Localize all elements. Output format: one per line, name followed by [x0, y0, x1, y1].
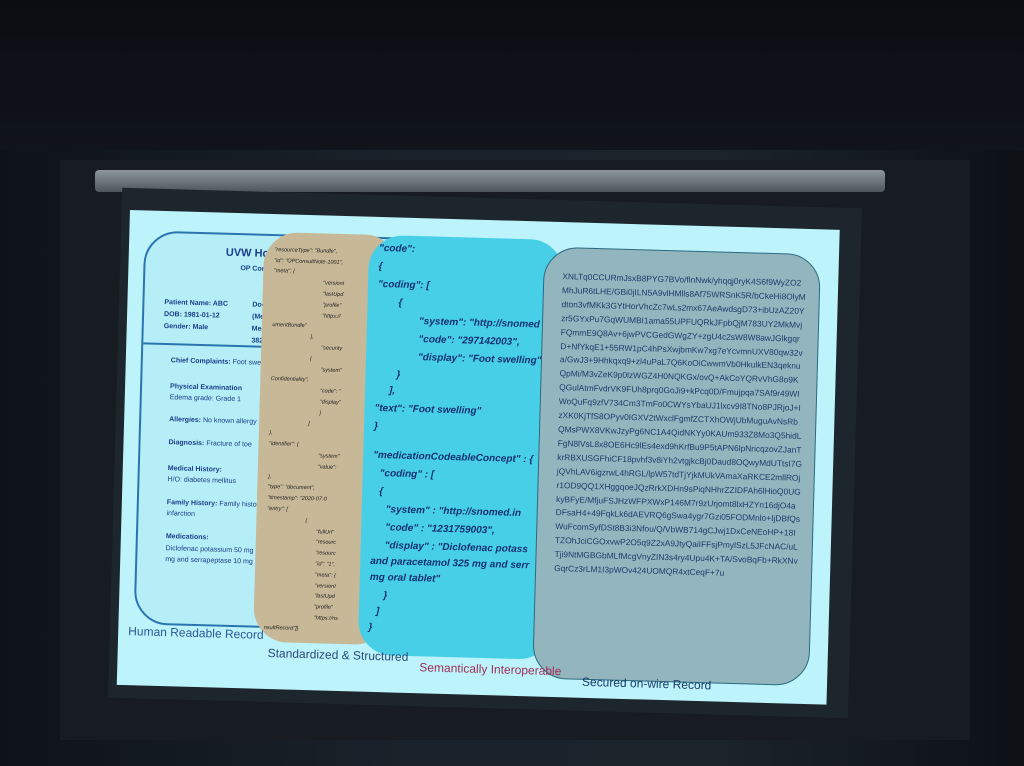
- patient-dob: DOB: 1981-01-12: [163, 310, 220, 320]
- code-line: "profile": [313, 604, 333, 612]
- family-history: Family History: Family histo: [167, 499, 257, 509]
- code-line: },: [269, 430, 273, 437]
- code-line: ],: [388, 385, 396, 397]
- code-line: "profile": [322, 302, 342, 309]
- label-standardized: Standardized & Structured: [267, 646, 409, 664]
- code-line: "fullUrl": [316, 528, 335, 536]
- code-line: "medicationCodeableConcept" : {: [373, 449, 534, 466]
- physical-exam-value: Edema grade: Grade 1: [169, 394, 242, 404]
- chief-complaints: Chief Complaints: Foot swell: [171, 357, 265, 367]
- code-line: }: [383, 590, 388, 602]
- code-line: "system": [318, 453, 340, 460]
- code-line: },: [310, 334, 314, 341]
- code-line: "versionI: [322, 280, 345, 288]
- semantic-record-card: "code": { "coding": [ { "system": "http://sn…: [357, 234, 565, 660]
- medications-value: Diclofenac potassium 50 mg: [165, 545, 254, 555]
- label-semantic: Semantically Interoperable: [419, 660, 562, 679]
- code-line: "value":: [317, 464, 337, 471]
- medical-history-value: H/O: diabetes mellitus: [167, 476, 237, 486]
- code-line: "display" : "Diclofenac potass: [384, 540, 528, 556]
- value: No known allergy: [202, 417, 257, 426]
- code-line: "id": "1",: [315, 561, 335, 568]
- allergies: Allergies: No known allergy: [169, 416, 257, 425]
- code-line: "resourceType": "Bundle",: [274, 246, 338, 255]
- patient-name: Patient Name: ABC: [164, 298, 229, 308]
- code-line: "system" : "http://snomed.in: [385, 504, 522, 520]
- value: Foot swell: [232, 358, 265, 367]
- code-line: "display": "Foot swelling": [417, 352, 542, 367]
- label: Family History:: [166, 499, 218, 508]
- code-line: "resourc: [315, 550, 336, 558]
- encrypted-text: XNLTq0CCURmJsxB8PYG7BVo/flnNwk/yhqqj0ryK…: [554, 271, 806, 578]
- code-line: "timestamp": "2020-07-0: [267, 495, 327, 503]
- value: Family histo: [219, 500, 257, 509]
- medical-history-label: Medical History:: [167, 465, 222, 474]
- code-line: {: [269, 235, 272, 242]
- code-line: "https://: [322, 313, 341, 320]
- secured-record-card: XNLTq0CCURmJsxB8PYG7BVo/flnNwk/yhqqj0ryK…: [532, 246, 822, 687]
- medications-label: Medications:: [165, 533, 209, 542]
- code-line: "type": "document",: [267, 484, 315, 492]
- label: Chief Complaints:: [170, 357, 231, 366]
- code-line: umentBundle": [272, 322, 307, 330]
- code-line: and paracetamol 325 mg and serr: [370, 555, 530, 572]
- value: Fracture of toe: [206, 440, 252, 449]
- code-line: }: [368, 621, 373, 633]
- code-line: }: [373, 420, 379, 433]
- code-line: ]: [375, 606, 380, 618]
- physical-exam-label: Physical Examination: [169, 383, 243, 393]
- code-line: "system": "http://snomed: [418, 316, 541, 331]
- code-line: "lastUpd: [314, 593, 335, 601]
- code-line: "versionI: [314, 582, 336, 590]
- label-secured: Secured on-wire Record: [581, 674, 712, 693]
- code-line: {: [379, 486, 384, 498]
- code-line: {: [305, 517, 308, 524]
- presentation-slide: UVW Hosp OP Consult Patient Name: ABC DO…: [116, 210, 840, 705]
- code-line: },: [268, 473, 272, 480]
- screen-roller: [95, 170, 885, 192]
- code-line: "system": [320, 366, 343, 374]
- code-line: "code": ": [319, 388, 341, 396]
- label: Allergies:: [169, 416, 202, 425]
- code-line: "meta": {: [314, 572, 336, 579]
- patient-gender: Gender: Male: [163, 322, 209, 332]
- label: Diagnosis:: [168, 439, 205, 448]
- code-line: "lastUpd: [322, 291, 344, 298]
- code-line: "https://ns: [313, 615, 339, 622]
- diagnosis: Diagnosis: Fracture of toe: [168, 439, 251, 448]
- code-line: "id": "OPConsultNote-1001",: [274, 257, 344, 266]
- code-line: "code":: [378, 242, 416, 255]
- code-line: ]: [308, 420, 310, 427]
- code-line: "coding" : [: [379, 468, 435, 481]
- code-line: }: [396, 369, 401, 381]
- code-line: "identifier": {: [268, 441, 299, 448]
- code-line: "entry": [: [267, 505, 289, 513]
- code-line: "coding": [: [377, 278, 430, 292]
- code-line: "text": "Foot swelling": [374, 402, 482, 417]
- code-line: {: [378, 260, 383, 273]
- code-line: {: [309, 355, 312, 362]
- code-line: mg oral tablet": [369, 571, 441, 585]
- code-line: }: [319, 410, 322, 417]
- code-line: "code": "297142003",: [418, 334, 520, 348]
- code-line: "meta": {: [273, 268, 295, 276]
- code-line: "display": [319, 399, 341, 406]
- code-line: nsultRecord"]}: [263, 624, 299, 632]
- code-line: Confidentiality",: [270, 376, 309, 384]
- code-line: "resourc: [315, 539, 337, 547]
- code-line: "code" : "1231759003",: [385, 522, 495, 537]
- label-human-readable: Human Readable Record: [128, 624, 264, 642]
- family-history-value: infarction: [166, 510, 196, 518]
- code-line: "security: [321, 345, 343, 352]
- medications-value: mg and serrapeptase 10 mg: [165, 556, 253, 566]
- code-line: {: [398, 297, 403, 309]
